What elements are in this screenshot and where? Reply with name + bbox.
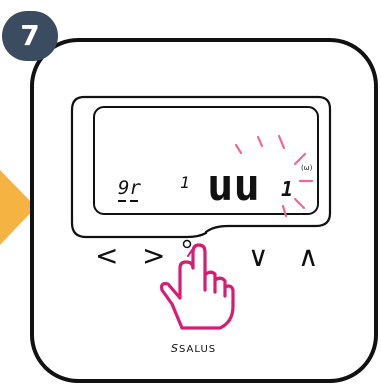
down-arrow-button[interactable]: ∨ [248,240,269,273]
right-arrow-button[interactable]: > [142,239,165,272]
step-badge: 7 [2,11,58,61]
signal-badge: (ω) [301,164,313,172]
up-arrow-button[interactable]: ∧ [298,240,319,273]
brand-name: SALUS [179,344,216,355]
brand-logo: S SALUS [171,342,216,355]
display-middle-segment: 1 [180,173,190,192]
brand-mark: S [171,342,178,355]
left-arrow-button[interactable]: < [95,239,118,272]
display-main-segment: uu [207,160,260,211]
display-trailing-segment: 1 [281,177,293,201]
display-left-segment: 9r [118,177,141,199]
step-number: 7 [20,19,39,52]
